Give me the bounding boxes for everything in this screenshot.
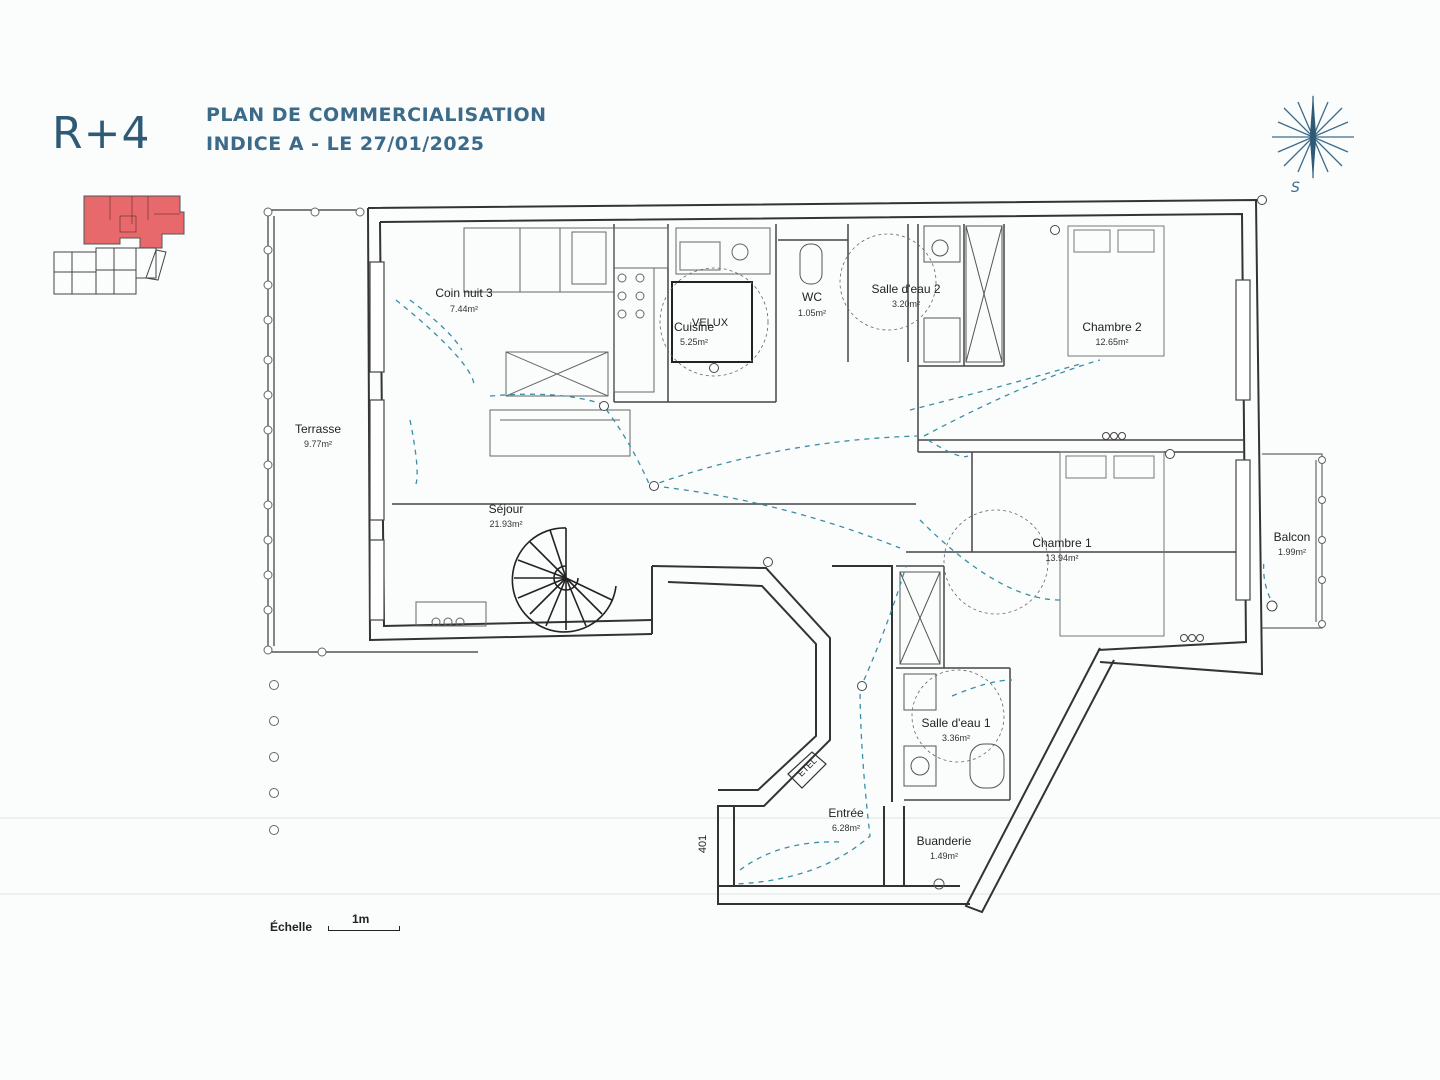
door-swings	[659, 233, 1049, 763]
plan-title: PLAN DE COMMERCIALISATION	[206, 104, 547, 126]
scale-bar	[328, 926, 400, 931]
outer-walls	[367, 198, 1264, 914]
sanitary-fixtures	[799, 225, 1005, 890]
windows	[369, 261, 1251, 621]
compass-rose-icon	[1272, 94, 1354, 180]
scale-value: 1m	[352, 912, 370, 926]
level-label: R+4	[52, 108, 151, 159]
spiral-staircase	[511, 527, 617, 633]
kitchen-units	[415, 227, 771, 627]
electrical-wiring	[395, 299, 1271, 885]
electrical-panel	[787, 751, 827, 789]
compass-south-label: S	[1291, 180, 1300, 196]
scale-label: Échelle	[270, 920, 313, 934]
velux-label: VELUX	[692, 317, 729, 329]
plan-revision: INDICE A - LE 27/01/2025	[206, 133, 485, 155]
key-plan-thumbnail	[53, 195, 185, 295]
beds	[1059, 225, 1165, 637]
door-number-label: 401	[697, 834, 710, 854]
